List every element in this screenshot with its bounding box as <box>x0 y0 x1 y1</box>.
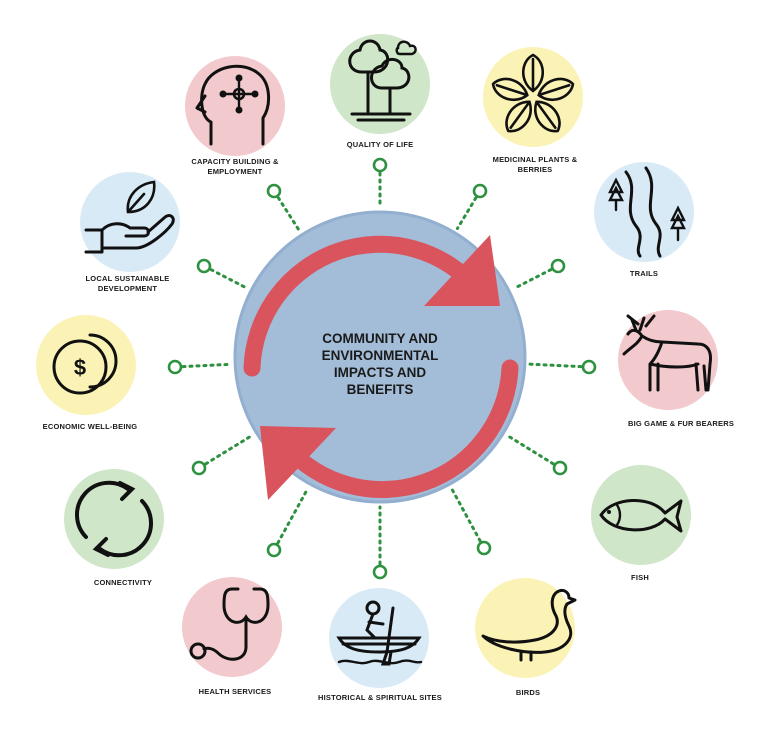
node-cycle <box>64 469 164 569</box>
bottom-arc-arrow <box>277 359 519 499</box>
node-circle <box>330 34 430 134</box>
node-duck <box>475 578 577 678</box>
connector-dot <box>550 258 566 274</box>
label-health-services: HEALTH SERVICES <box>198 687 272 696</box>
connector-line <box>276 486 310 545</box>
duck-icon <box>481 588 577 662</box>
connector-line <box>512 268 553 291</box>
connector-dot <box>266 183 282 199</box>
connector-line <box>455 196 478 231</box>
fish-icon <box>599 499 683 533</box>
bottom-arrowhead <box>260 426 336 500</box>
center-title: COMMUNITY AND ENVIRONMENTAL IMPACTS AND … <box>321 331 439 397</box>
connector-dot <box>472 183 488 199</box>
trees-icon <box>348 39 417 122</box>
node-circle <box>64 469 164 569</box>
node-hand-leaf <box>80 172 180 272</box>
label-capacity-building: CAPACITY BUILDING & EMPLOYMENT <box>191 157 279 176</box>
node-trail <box>594 162 694 262</box>
top-arrowhead <box>424 235 500 306</box>
node-trees <box>330 34 430 134</box>
connector-dot <box>372 157 388 173</box>
node-head-network <box>185 56 285 156</box>
connector-line <box>204 433 254 466</box>
node-stethoscope <box>182 577 282 677</box>
node-layer: $ <box>36 34 718 688</box>
node-circle <box>483 47 583 147</box>
coins-icon: $ <box>52 333 118 395</box>
node-moose <box>618 310 718 410</box>
node-fish <box>591 465 691 565</box>
moose-icon <box>622 314 712 392</box>
label-birds: BIRDS <box>515 688 541 697</box>
connector-line <box>181 362 232 369</box>
node-coins: $ <box>36 315 136 415</box>
node-circle <box>475 578 575 678</box>
connector-line <box>506 434 555 466</box>
connector-dot <box>266 542 282 558</box>
connector-line <box>209 268 249 290</box>
node-circle <box>591 465 691 565</box>
node-circle <box>80 172 180 272</box>
connector-dot <box>476 540 492 556</box>
cycle-icon <box>75 480 153 558</box>
trail-icon <box>608 166 686 258</box>
label-connectivity: CONNECTIVITY <box>93 578 153 587</box>
connector-dot <box>167 359 183 375</box>
head-network-icon <box>195 64 270 146</box>
connector-dot <box>196 258 212 274</box>
canoe-icon <box>336 600 423 666</box>
hand-leaf-icon <box>84 180 175 254</box>
node-canoe <box>329 588 429 688</box>
svg-text:$: $ <box>74 355 86 380</box>
node-circle <box>182 577 282 677</box>
label-medicinal-plants: MEDICINAL PLANTS & BERRIES <box>492 155 578 174</box>
cycle-arrows <box>243 235 519 499</box>
top-arc-arrow <box>243 235 487 377</box>
node-leaves <box>483 47 583 147</box>
leaves-icon <box>491 53 575 133</box>
label-big-game: BIG GAME & FUR BEARERS <box>627 419 735 428</box>
connector-dot <box>552 460 568 476</box>
connector-line <box>276 196 301 233</box>
label-local-sustainable-development: LOCAL SUSTAINABLE DEVELOPMENT <box>85 274 170 293</box>
label-trails: TRAILS <box>629 269 659 278</box>
connector-layer <box>167 157 597 580</box>
connector-line <box>450 487 482 543</box>
node-circle <box>36 315 136 415</box>
connector-dot <box>372 564 388 580</box>
label-fish: FISH <box>631 573 649 582</box>
label-economic-well-being: ECONOMIC WELL-BEING <box>42 422 138 431</box>
stethoscope-icon <box>189 587 270 661</box>
connector-dot <box>191 460 207 476</box>
connector-dot <box>581 359 597 375</box>
label-quality-of-life: QUALITY OF LIFE <box>346 140 414 149</box>
label-historical-sites: HISTORICAL & SPIRITUAL SITES <box>318 693 442 702</box>
connector-line <box>528 362 583 369</box>
